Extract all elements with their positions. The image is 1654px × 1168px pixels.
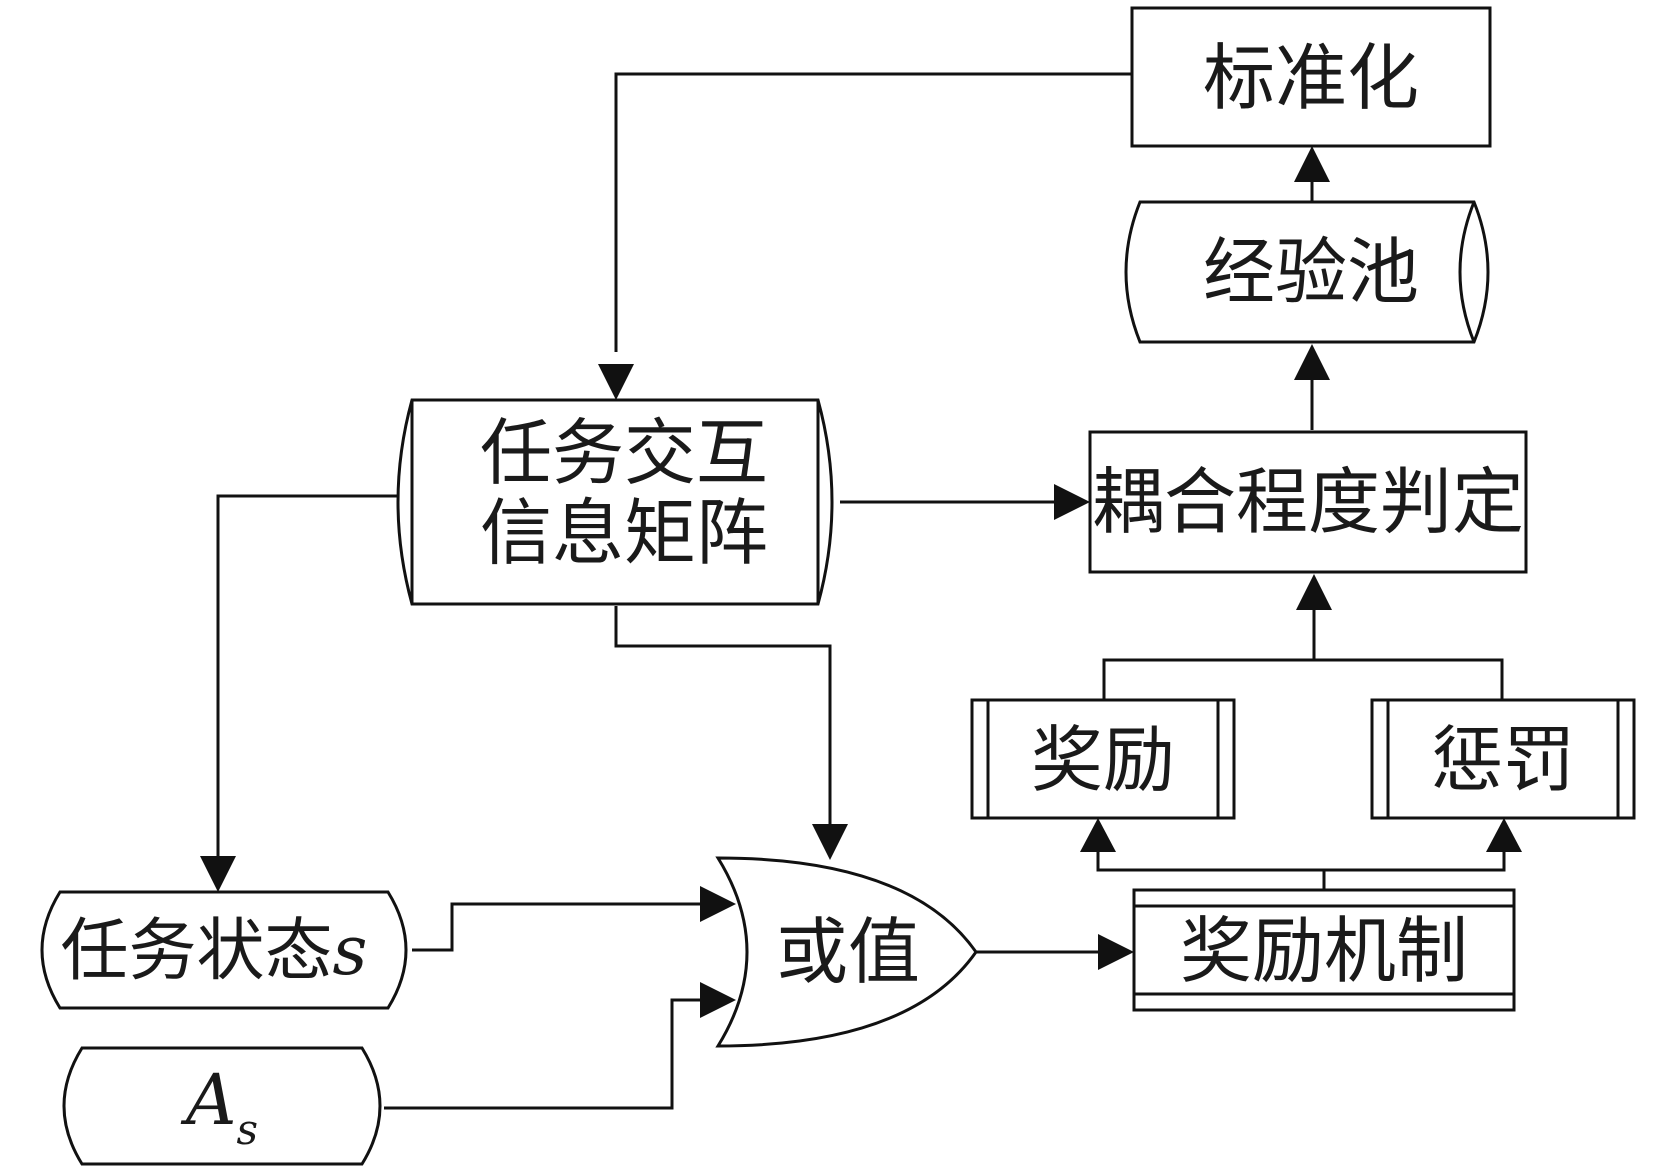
node-reward: 奖励: [970, 698, 1236, 820]
task-state-symbol: s: [333, 912, 368, 991]
task-state-text: 任务状态: [61, 912, 333, 991]
node-standardize: 标准化: [1130, 6, 1492, 148]
arrowhead-task-state-top: [200, 856, 236, 892]
edge-matrix-to-task-state: [216, 494, 404, 856]
node-experience-pool: 经验池: [1124, 200, 1490, 344]
matrix-label-line1: 任务交互: [480, 411, 768, 495]
edge-standardize-to-matrix: [614, 72, 1132, 352]
or-gate-label: 或值: [776, 910, 920, 994]
arrowhead-pool-bottom: [1294, 344, 1330, 380]
as-label: As: [180, 1059, 258, 1154]
arrowhead-standardize-bottom: [1294, 146, 1330, 182]
arrowhead-penalty-bottom: [1486, 818, 1522, 852]
reward-label: 奖励: [1031, 718, 1175, 802]
node-penalty: 惩罚: [1370, 698, 1636, 820]
coupling-label: 耦合程度判定: [1092, 460, 1524, 544]
penalty-label: 惩罚: [1431, 718, 1575, 802]
node-reward-mechanism: 奖励机制: [1132, 888, 1516, 1012]
arrowhead-mechanism-left: [1098, 934, 1134, 970]
arrowhead-or-lower-input: [700, 982, 736, 1018]
as-subscript: s: [237, 1105, 259, 1154]
edges: [200, 72, 1522, 1110]
arrowhead-or-top: [812, 824, 848, 860]
node-or-gate: 或值: [715, 856, 978, 1048]
arrowhead-matrix-top: [598, 364, 634, 400]
edge-task-state-to-or: [412, 902, 700, 952]
edge-reward-penalty-to-coupling: [1102, 610, 1504, 700]
arrowhead-coupling-bottom: [1296, 574, 1332, 610]
arrowhead-reward-bottom: [1080, 818, 1116, 852]
experience-pool-label: 经验池: [1203, 230, 1419, 314]
node-task-state: 任务状态s: [40, 890, 408, 1010]
task-state-label: 任务状态s: [61, 912, 368, 991]
node-interaction-matrix: 任务交互 信息矩阵: [396, 398, 834, 606]
edge-matrix-to-or: [614, 606, 832, 824]
node-coupling-judgment: 耦合程度判定: [1088, 430, 1528, 574]
as-main: A: [180, 1059, 237, 1141]
edge-mechanism-to-reward-penalty: [1096, 850, 1506, 890]
matrix-label-line2: 信息矩阵: [480, 491, 768, 575]
node-as: As: [62, 1046, 382, 1166]
arrowhead-or-upper-input: [700, 886, 736, 922]
arrowhead-coupling-left: [1054, 484, 1090, 520]
reward-mechanism-label: 奖励机制: [1180, 909, 1468, 993]
standardize-label: 标准化: [1203, 36, 1419, 120]
edge-as-to-or: [384, 998, 700, 1110]
